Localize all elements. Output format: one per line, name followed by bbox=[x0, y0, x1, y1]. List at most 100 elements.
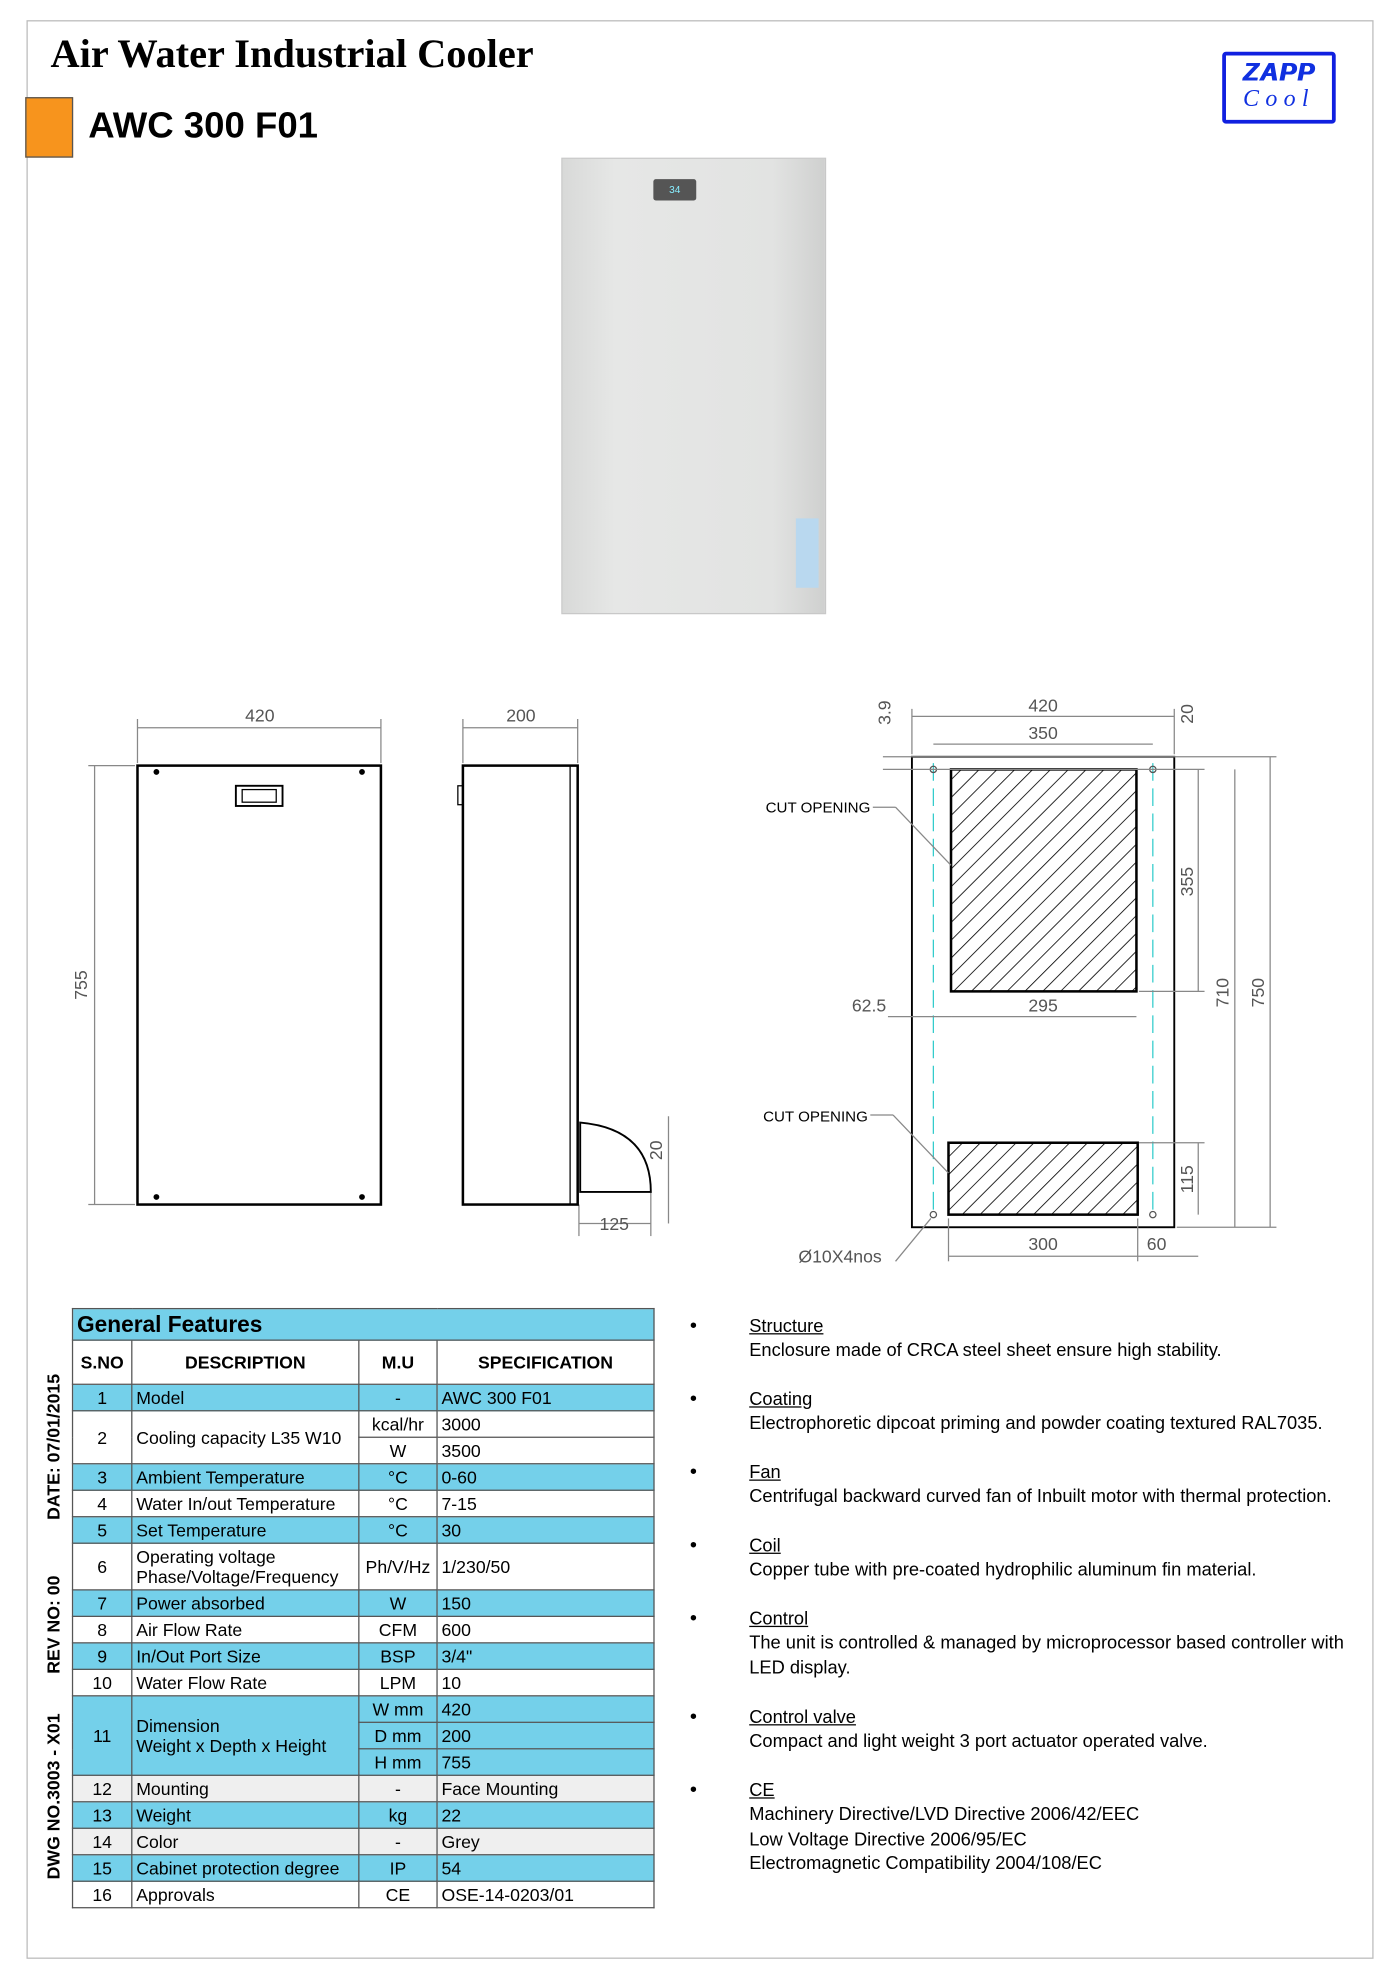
dim-side-depth: 200 bbox=[506, 705, 536, 725]
cell-spec: 200 bbox=[436, 1721, 655, 1750]
bullet-icon: • bbox=[689, 1535, 698, 1557]
feature-line: The unit is controlled & managed by micr… bbox=[749, 1633, 1344, 1654]
feature-line: Enclosure made of CRCA steel sheet ensur… bbox=[749, 1340, 1222, 1361]
cell-mu: Ph/V/Hz bbox=[358, 1542, 438, 1591]
document-title: Air Water Industrial Cooler bbox=[50, 30, 534, 76]
cut-opening-label-lower: CUT OPENING bbox=[763, 1108, 868, 1125]
cell-no: 14 bbox=[71, 1827, 133, 1856]
page-frame bbox=[26, 20, 1374, 1959]
cell-spec: 420 bbox=[436, 1695, 655, 1723]
bullet-icon: • bbox=[689, 1461, 698, 1484]
technical-drawings: 420 755 200 125 20 420 350 3.9 20 355 71… bbox=[71, 695, 1277, 1267]
dim-front-height: 755 bbox=[71, 970, 91, 1000]
cell-spec: OSE-14-0203/01 bbox=[436, 1880, 655, 1909]
dim-cut-overall-width: 420 bbox=[1028, 695, 1058, 715]
cell-desc: Water Flow Rate bbox=[131, 1668, 360, 1697]
dim-cut-upper-height: 355 bbox=[1177, 867, 1197, 897]
cell-no: 16 bbox=[71, 1880, 133, 1909]
dim-cut-right-bottom: 60 bbox=[1147, 1234, 1167, 1254]
col-specification: SPECIFICATION bbox=[436, 1339, 655, 1385]
dim-cut-top-offset: 3.9 bbox=[874, 700, 894, 725]
date-label: DATE: 07/01/2015 bbox=[42, 1373, 64, 1520]
feature-line: Copper tube with pre-coated hydrophilic … bbox=[749, 1560, 1257, 1581]
cell-spec: 1/230/50 bbox=[436, 1542, 655, 1591]
product-label bbox=[795, 518, 819, 588]
col-mu: M.U bbox=[358, 1339, 438, 1385]
feature-title: Control bbox=[749, 1609, 809, 1630]
cell-no: 15 bbox=[71, 1854, 133, 1882]
cell-mu: W bbox=[358, 1589, 438, 1617]
cell-no: 9 bbox=[71, 1642, 133, 1670]
cell-desc: Air Flow Rate bbox=[131, 1615, 360, 1644]
cell-spec: 30 bbox=[436, 1516, 655, 1544]
cell-desc: Approvals bbox=[131, 1880, 360, 1909]
bullet-icon: • bbox=[689, 1608, 698, 1630]
desc-line: Operating voltage bbox=[136, 1546, 276, 1567]
feature-line: Electromagnetic Compatibility 2004/108/E… bbox=[749, 1854, 1102, 1875]
brand-logo: ZAPP Cool bbox=[1222, 51, 1336, 124]
cell-no: 11 bbox=[71, 1695, 133, 1776]
cell-mu: °C bbox=[358, 1516, 438, 1544]
dim-cut-lower-height: 115 bbox=[1177, 1165, 1197, 1193]
cut-opening-label-upper: CUT OPENING bbox=[766, 799, 871, 816]
cell-no: 2 bbox=[71, 1410, 133, 1465]
cell-desc: Cabinet protection degree bbox=[131, 1854, 360, 1882]
cell-desc: In/Out Port Size bbox=[131, 1642, 360, 1670]
cell-desc: Mounting bbox=[131, 1774, 360, 1803]
cell-spec: 10 bbox=[436, 1668, 655, 1697]
cell-mu: D mm bbox=[358, 1721, 438, 1750]
cell-no: 7 bbox=[71, 1589, 133, 1617]
cell-mu: kcal/hr bbox=[358, 1410, 438, 1438]
cell-spec: 755 bbox=[436, 1748, 655, 1776]
dim-holes: Ø10X4nos bbox=[798, 1247, 882, 1267]
cell-desc: Set Temperature bbox=[131, 1516, 360, 1544]
general-features-table: General Features S.NO DESCRIPTION M.U SP… bbox=[71, 1307, 655, 1909]
model-heading: AWC 300 F01 bbox=[88, 105, 319, 147]
cell-mu: CE bbox=[358, 1880, 438, 1909]
feature-title: Control valve bbox=[749, 1707, 856, 1728]
dim-cut-inner-height: 710 bbox=[1213, 978, 1233, 1008]
cell-no: 12 bbox=[71, 1774, 133, 1803]
cutout-view: 420 350 3.9 20 355 710 750 62.5 295 115 … bbox=[763, 695, 1277, 1267]
product-photo: 34 bbox=[561, 157, 827, 615]
cell-desc: Water In/out Temperature bbox=[131, 1489, 360, 1518]
dim-front-width: 420 bbox=[245, 705, 275, 725]
feature-title: Fan bbox=[749, 1463, 781, 1484]
dim-side-small: 20 bbox=[646, 1140, 666, 1160]
dwg-label: DWG NO.3003 - X01 bbox=[42, 1713, 64, 1880]
logo-text-1: ZAPP bbox=[1242, 59, 1316, 88]
controller-display: 34 bbox=[653, 179, 697, 201]
feature-line: Centrifugal backward curved fan of Inbui… bbox=[749, 1487, 1332, 1508]
cell-mu: °C bbox=[358, 1489, 438, 1518]
cell-no: 4 bbox=[71, 1489, 133, 1518]
cell-no: 3 bbox=[71, 1463, 133, 1491]
cell-mu: - bbox=[358, 1774, 438, 1803]
desc-line: Phase/Voltage/Frequency bbox=[136, 1566, 339, 1587]
dim-cut-lower-width: 300 bbox=[1028, 1234, 1058, 1254]
cell-no: 10 bbox=[71, 1668, 133, 1697]
logo-text-2: Cool bbox=[1243, 85, 1315, 113]
bullet-icon: • bbox=[689, 1706, 698, 1728]
bullet-icon: • bbox=[689, 1779, 698, 1802]
feature-title: Coil bbox=[749, 1536, 781, 1557]
